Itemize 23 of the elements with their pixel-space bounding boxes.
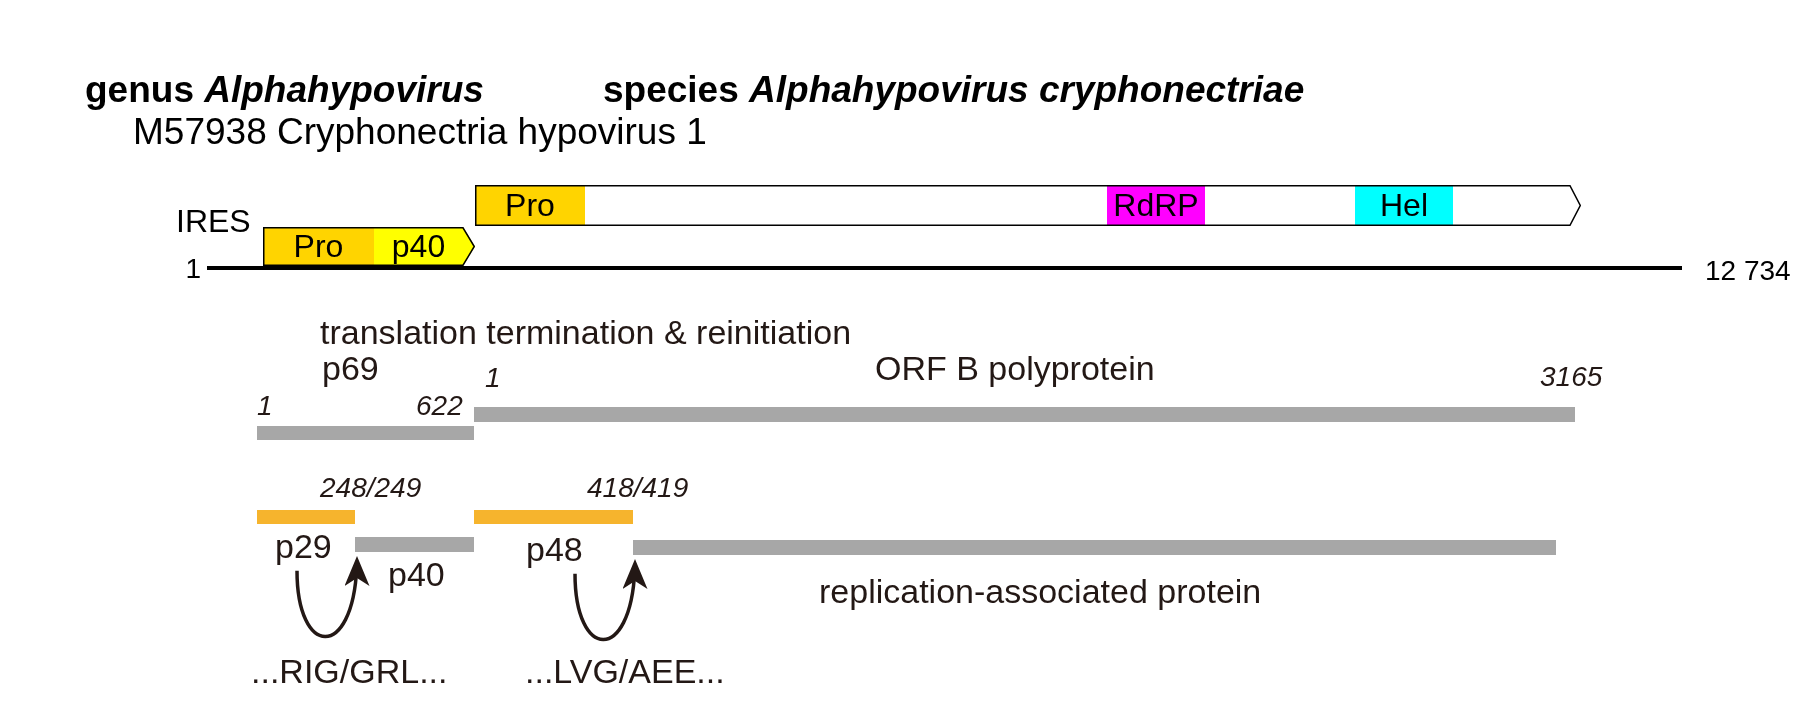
protein-name: ORF B polyprotein bbox=[875, 348, 1155, 388]
genus-heading: genus Alphahypovirus bbox=[85, 68, 484, 112]
cleavage-site-sequence: ...LVG/AEE... bbox=[525, 651, 725, 691]
position-number: 622 bbox=[416, 390, 463, 423]
cleavage-position: 418/419 bbox=[587, 472, 689, 505]
position-number: 3165 bbox=[1540, 361, 1603, 394]
protein-name: replication-associated protein bbox=[819, 571, 1262, 611]
ires-label: IRES bbox=[176, 202, 251, 240]
virus-name: M57938 Cryphonectria hypovirus 1 bbox=[133, 110, 707, 154]
genome-start-number: 1 bbox=[185, 253, 201, 286]
curved-arrow bbox=[295, 555, 368, 638]
protein-name: p40 bbox=[388, 554, 445, 594]
cleavage-position: 248/249 bbox=[320, 472, 422, 505]
genome-end-number: 12 734 bbox=[1705, 255, 1791, 288]
species-heading: species Alphahypovirus cryphonectriae bbox=[603, 68, 1305, 112]
domain-block: Hel bbox=[1355, 185, 1453, 226]
curved-arrow bbox=[573, 558, 646, 641]
cleavage-site-sequence: ...RIG/GRL... bbox=[251, 651, 448, 691]
protein-name: p29 bbox=[275, 526, 332, 566]
domain-block: RdRP bbox=[1107, 185, 1205, 226]
protein-name: p48 bbox=[526, 529, 583, 569]
position-number: 1 bbox=[257, 390, 273, 423]
position-number: 1 bbox=[485, 362, 501, 395]
